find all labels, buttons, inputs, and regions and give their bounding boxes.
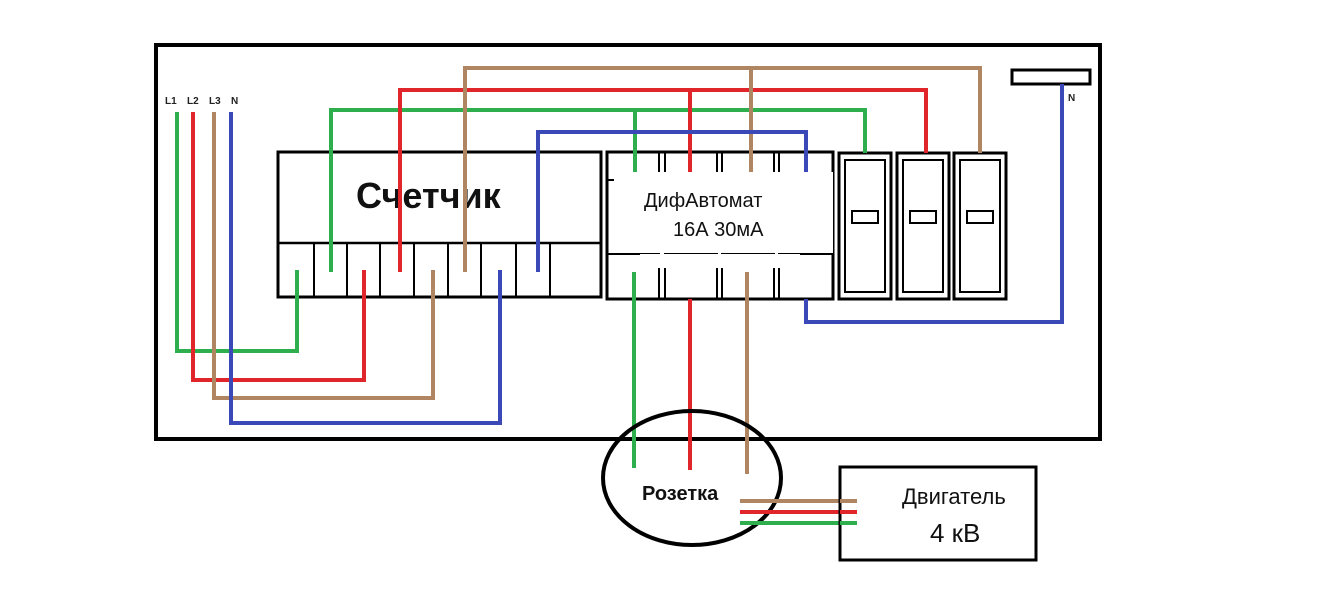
motor-label-line1: Двигатель: [902, 484, 1006, 509]
wire-l2-input: [191, 112, 366, 382]
breaker-1: [837, 151, 893, 301]
input-label-l3: L3: [209, 96, 221, 107]
motor-label-line2: 4 кВ: [930, 518, 980, 548]
wire-l1-input: [175, 112, 299, 353]
wire-n-input: [229, 112, 502, 425]
breaker-toggle: [851, 210, 879, 224]
breaker-inner: [902, 159, 944, 293]
socket-outline: [601, 409, 783, 547]
breaker-inner: [959, 159, 1001, 293]
neutral-bus-bar: [1010, 68, 1092, 86]
rcd-label-area: [614, 172, 833, 254]
meter: Счетчик: [276, 150, 603, 299]
breaker-inner: [844, 159, 886, 293]
breaker-body: [895, 151, 951, 301]
input-label-l1: L1: [165, 96, 177, 107]
neutral-bus-label: N: [1068, 93, 1075, 104]
input-label-l2: L2: [187, 96, 199, 107]
wire-l3-out-breaker: [463, 66, 753, 272]
panel-enclosure: [154, 43, 1102, 441]
wire-n-out-rcd: [536, 130, 808, 272]
wire-n-rcd-to-bus: [804, 84, 1064, 324]
meter-label: Счетчик: [356, 175, 502, 216]
breaker-toggle: [966, 210, 994, 224]
meter-body: [276, 150, 603, 299]
wire-l2-out-breaker: [398, 88, 928, 272]
rcd-label-area-lower: [640, 254, 800, 268]
rcd-breaker: ДифАвтомат 16А 30мА: [605, 150, 835, 301]
breaker-3: [952, 151, 1008, 301]
breaker-toggle: [909, 210, 937, 224]
input-label-n: N: [231, 96, 238, 107]
socket-label: Розетка: [642, 483, 719, 505]
breaker-2: [895, 151, 951, 301]
wire-l1-out-breaker: [329, 108, 867, 272]
rcd-label-line1: ДифАвтомат: [644, 190, 762, 212]
wire-l3-input: [212, 112, 435, 400]
wire-l3-out-breaker3: [751, 66, 982, 153]
breaker-body: [837, 151, 893, 301]
motor-box: [838, 465, 1038, 562]
breaker-body: [952, 151, 1008, 301]
rcd-label-line2: 16А 30мА: [673, 219, 764, 241]
